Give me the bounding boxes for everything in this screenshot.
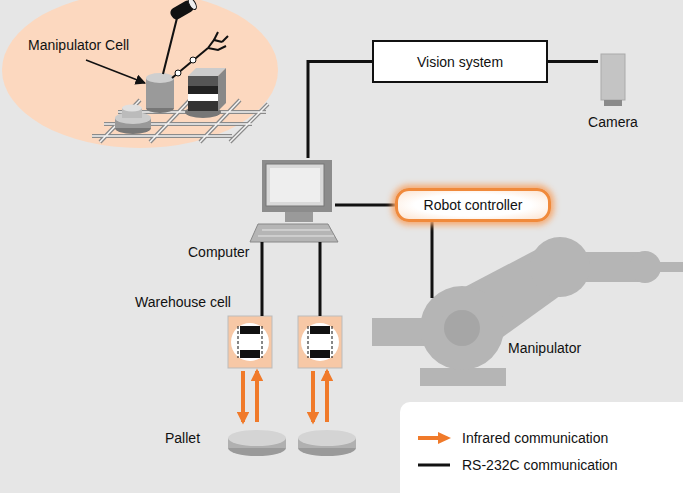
node-label: Computer bbox=[188, 244, 249, 260]
serial-line bbox=[261, 242, 264, 316]
node-label: Warehouse cell bbox=[135, 294, 231, 310]
system-box: Vision system bbox=[372, 40, 548, 83]
node-label: Robot controller bbox=[424, 197, 523, 213]
part-label: Manipulator Cell bbox=[28, 37, 129, 53]
node-label: Camera bbox=[588, 114, 638, 130]
serial-line bbox=[308, 62, 372, 159]
legend-text: Infrared communication bbox=[462, 430, 608, 446]
legend-box bbox=[400, 402, 683, 493]
warehouse-node: Warehouse cell bbox=[228, 316, 342, 368]
infrared-arrow bbox=[255, 371, 259, 422]
computer-node: Computer bbox=[255, 158, 335, 242]
serial-line bbox=[548, 60, 598, 63]
legend-sample bbox=[414, 430, 454, 446]
node-label: Vision system bbox=[417, 54, 503, 70]
node-label: Pallet bbox=[165, 430, 200, 446]
manipulator-node: Manipulator bbox=[420, 298, 506, 385]
serial-line bbox=[335, 204, 395, 207]
camera-icon bbox=[601, 54, 625, 106]
legend-entry: Infrared communication bbox=[414, 428, 608, 448]
controller-box: Robot controller bbox=[395, 188, 551, 222]
pallet-node: Pallet bbox=[228, 425, 358, 457]
inset-ground bbox=[2, 0, 278, 148]
manipulator-cell-sketch bbox=[92, 0, 268, 142]
warehouse-cell-icon bbox=[228, 316, 342, 368]
legend: Infrared communicationRS-232C communicat… bbox=[400, 402, 683, 493]
serial-line bbox=[319, 242, 322, 316]
legend-text: RS-232C communication bbox=[462, 457, 618, 473]
infrared-arrow bbox=[325, 371, 329, 422]
legend-arrowhead bbox=[438, 432, 451, 444]
pallet-icon bbox=[228, 430, 356, 456]
manipulator-arm bbox=[372, 237, 683, 386]
legend-line bbox=[418, 464, 450, 467]
infrared-arrow bbox=[241, 371, 245, 422]
device-icon: Camera bbox=[598, 50, 628, 108]
computer-icon bbox=[250, 160, 338, 242]
leader-line bbox=[86, 60, 145, 83]
infrared-arrow bbox=[311, 371, 315, 422]
serial-line bbox=[431, 222, 434, 298]
legend-sample bbox=[414, 457, 454, 473]
legend-entry: RS-232C communication bbox=[414, 455, 618, 475]
node-label: Manipulator bbox=[508, 340, 581, 356]
legend-line bbox=[418, 436, 440, 440]
